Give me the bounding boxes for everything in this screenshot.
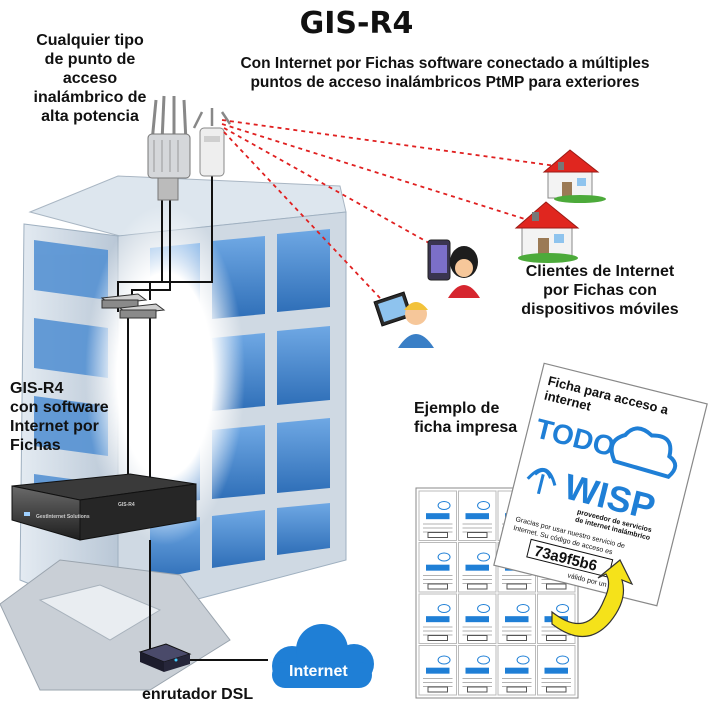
ticket-card: Ficha para acceso a internet TODO WISP p… — [493, 362, 708, 607]
user-man-icon — [398, 302, 434, 348]
mini-ticket — [418, 645, 457, 696]
page-title: GIS-R4 — [299, 6, 414, 41]
ticket-label-line: ficha impresa — [414, 419, 518, 436]
gis-r4-device: GestInternet Solutions GIS-R4 — [11, 473, 197, 541]
device-model: GIS-R4 — [118, 502, 135, 508]
server-label: GIS-R4 con software Internet por Fichas — [10, 379, 109, 455]
poe-injectors — [100, 293, 166, 319]
dsl-router-icon — [138, 643, 192, 672]
mini-ticket — [497, 645, 536, 696]
server-label-line: con software — [10, 399, 109, 416]
curved-arrow-icon — [551, 559, 634, 638]
device-brand: GestInternet Solutions — [36, 514, 90, 520]
mini-ticket — [458, 593, 497, 644]
server-label-line: GIS-R4 — [10, 380, 64, 397]
ticket-wifi-icon — [526, 467, 557, 495]
router-label: enrutador DSL — [142, 686, 254, 703]
mini-ticket — [458, 645, 497, 696]
ap-label-line: inalámbrico de — [33, 89, 147, 106]
ap-label-line: acceso — [62, 70, 118, 87]
client-house-1-icon — [542, 149, 606, 203]
subtitle-line-1: Con Internet por Fichas software conecta… — [240, 55, 650, 72]
ticket-example-label: Ejemplo de ficha impresa — [414, 399, 517, 437]
clients-label: Clientes de Internet por Fichas con disp… — [500, 262, 700, 319]
mini-ticket — [418, 593, 457, 644]
mini-ticket — [537, 645, 576, 696]
clients-label-line: Clientes de Internet — [525, 263, 675, 280]
ap-label-line: alta potencia — [41, 108, 139, 125]
mini-ticket — [418, 542, 457, 593]
subtitle-line-2: puntos de acceso inalámbricos PtMP para … — [250, 74, 640, 91]
clients-label-line: dispositivos móviles — [521, 301, 679, 318]
access-point-label: Cualquier tipo de punto de acceso inalám… — [6, 31, 174, 126]
smartphone-icon — [427, 239, 451, 281]
ticket-cloud-icon — [609, 426, 678, 479]
mini-ticket — [458, 542, 497, 593]
internet-cloud-icon — [272, 624, 374, 688]
server-label-line: Internet por — [10, 418, 99, 435]
ap-label-line: de punto de — [44, 51, 136, 68]
clients-label-line: por Fichas con — [543, 282, 657, 299]
ap-label-line: Cualquier tipo — [36, 32, 144, 49]
user-woman-icon — [448, 246, 480, 298]
mini-ticket — [497, 593, 536, 644]
mini-ticket — [458, 490, 497, 541]
tablet-icon — [373, 291, 413, 327]
access-point-large-icon — [147, 95, 191, 201]
ticket-label-line: Ejemplo de — [414, 400, 500, 417]
wireless-links — [221, 119, 557, 299]
page-subtitle: Con Internet por Fichas software conecta… — [200, 54, 690, 92]
mini-ticket — [418, 490, 457, 541]
internet-label: Internet — [289, 663, 348, 680]
server-label-line: Fichas — [10, 437, 61, 454]
client-house-2-icon — [514, 201, 580, 263]
access-point-small-icon — [192, 108, 232, 177]
